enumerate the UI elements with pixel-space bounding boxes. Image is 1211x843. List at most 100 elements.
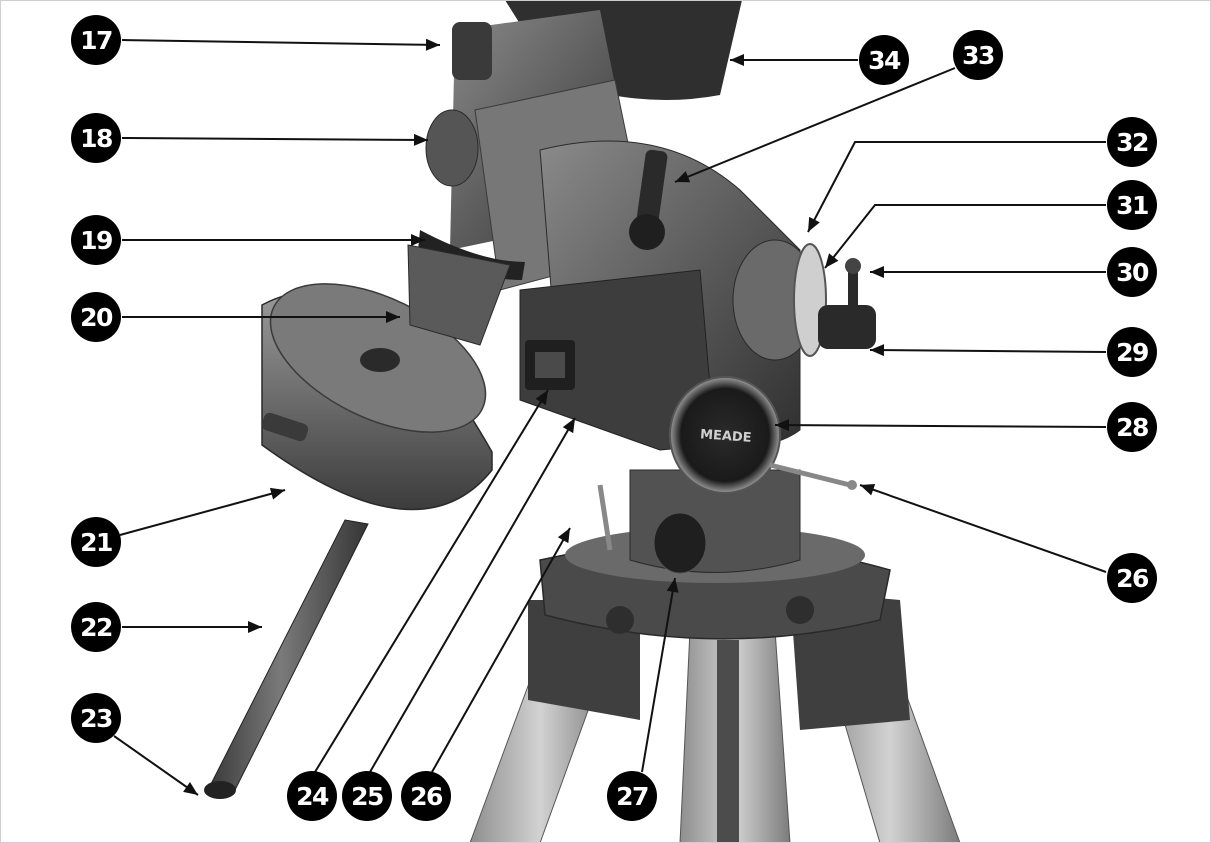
leader-arrow-c26 <box>557 528 570 544</box>
leader-arrow-c25 <box>562 418 575 434</box>
leader-line-c26b <box>859 484 1107 573</box>
leader-arrow-c19 <box>411 234 425 246</box>
callout-circle-c34 <box>859 35 909 85</box>
callout-c28: 28 <box>1107 402 1157 452</box>
latitude-lever-right-shape <box>769 462 851 488</box>
callout-c31: 31 <box>1107 180 1157 230</box>
callout-number-c19: 19 <box>80 226 112 255</box>
leader-line-c27 <box>641 577 676 773</box>
callout-circle-c25 <box>342 771 392 821</box>
callout-c20: 20 <box>71 292 121 342</box>
leader-arrow-c24 <box>535 390 548 406</box>
finder-knob-top <box>845 258 861 274</box>
leader-line-c32 <box>807 141 1106 233</box>
latitude-lever-left-shape <box>597 484 613 551</box>
callout-number-c23: 23 <box>80 704 112 733</box>
callout-circle-c32 <box>1107 117 1157 167</box>
callout-number-c31: 31 <box>1116 191 1148 220</box>
tripod-leg-center-channel <box>717 640 739 843</box>
callout-number-c25: 25 <box>351 782 383 811</box>
counterweight-assembly <box>204 283 493 799</box>
leader-arrow-c28 <box>775 419 790 432</box>
latitude-dial-shape <box>669 376 781 494</box>
leader-line-c17 <box>121 39 441 46</box>
callout-c21: 21 <box>71 517 121 567</box>
callout-c34: 34 <box>859 35 909 85</box>
callout-number-c27: 27 <box>616 782 648 811</box>
counterweight-knob <box>261 412 309 442</box>
callout-number-c29: 29 <box>1116 338 1148 367</box>
azimuth-knob-shape <box>653 512 707 574</box>
side-knob-shape <box>425 109 479 187</box>
leader-arrow-c31 <box>825 253 839 268</box>
callout-c27: 27 <box>607 771 657 821</box>
callout-c26: 26 <box>401 771 451 821</box>
shaft-end-cap-shape <box>204 781 236 799</box>
callout-c18: 18 <box>71 113 121 163</box>
callout-c23: 23 <box>71 693 121 743</box>
leader-arrow-c26b <box>860 484 876 496</box>
leg-bolt-left <box>606 606 634 634</box>
callout-c24: 24 <box>287 771 337 821</box>
leader-line-c29 <box>869 349 1107 353</box>
callout-circle-c30 <box>1107 247 1157 297</box>
callout-c19: 19 <box>71 215 121 265</box>
meade-logo: MEADE <box>700 427 752 446</box>
callout-c25: 25 <box>342 771 392 821</box>
polar-finder-body <box>818 305 876 349</box>
leader-arrow-c21 <box>269 487 285 500</box>
leader-arrow-c23 <box>183 782 198 795</box>
callout-number-c26: 26 <box>410 782 443 811</box>
callout-circle-c33 <box>953 30 1003 80</box>
latitude-lever-right-end <box>847 480 857 490</box>
callout-number-c34: 34 <box>868 46 901 75</box>
callout-number-c28: 28 <box>1116 413 1148 442</box>
callout-number-c22: 22 <box>80 613 112 642</box>
leader-line-c18 <box>121 137 429 141</box>
tripod <box>469 469 961 843</box>
shaft-collar <box>407 244 511 346</box>
finder-knob-post <box>848 268 858 308</box>
callout-c32: 32 <box>1107 117 1157 167</box>
control-panel-port-inner <box>535 352 565 378</box>
callout-number-c20: 20 <box>80 303 113 332</box>
callout-number-c32: 32 <box>1116 128 1148 157</box>
leader-arrow-c29 <box>870 344 885 357</box>
leader-line-c25 <box>369 417 576 773</box>
leader-arrow-c22 <box>248 621 262 633</box>
leader-arrow-c17 <box>425 38 440 51</box>
callout-number-c33: 33 <box>962 41 994 70</box>
callout-circle-c27 <box>607 771 657 821</box>
leader-line-c33 <box>674 67 956 183</box>
leg-bolt-right <box>786 596 814 624</box>
upper-knob-shape <box>452 22 492 80</box>
callout-circle-c19 <box>71 215 121 265</box>
callout-number-c26b: 26 <box>1116 564 1149 593</box>
counterweight-hole <box>360 348 400 372</box>
callout-c22: 22 <box>71 602 121 652</box>
leader-line-c31 <box>824 204 1106 269</box>
counterweight-shaft-lower <box>209 519 369 791</box>
leader-arrow-c32 <box>808 216 820 232</box>
callout-circle-c20 <box>71 292 121 342</box>
callout-number-c18: 18 <box>80 124 112 153</box>
callout-circle-c29 <box>1107 327 1157 377</box>
leader-line-c28 <box>774 424 1107 428</box>
callout-circle-c23 <box>71 693 121 743</box>
leader-arrow-c34 <box>730 54 744 66</box>
leader-line-c21 <box>119 489 286 536</box>
leader-arrow-c20 <box>386 311 400 323</box>
leader-line-c23 <box>113 735 199 796</box>
leader-arrow-c33 <box>675 171 691 183</box>
callout-circle-c22 <box>71 602 121 652</box>
callout-number-c30: 30 <box>1116 258 1149 287</box>
leader-arrow-c27 <box>666 578 679 593</box>
callout-circle-c18 <box>71 113 121 163</box>
callout-c29: 29 <box>1107 327 1157 377</box>
callout-number-c21: 21 <box>80 528 112 557</box>
callout-circle-c24 <box>287 771 337 821</box>
leader-arrow-c30 <box>870 266 884 278</box>
